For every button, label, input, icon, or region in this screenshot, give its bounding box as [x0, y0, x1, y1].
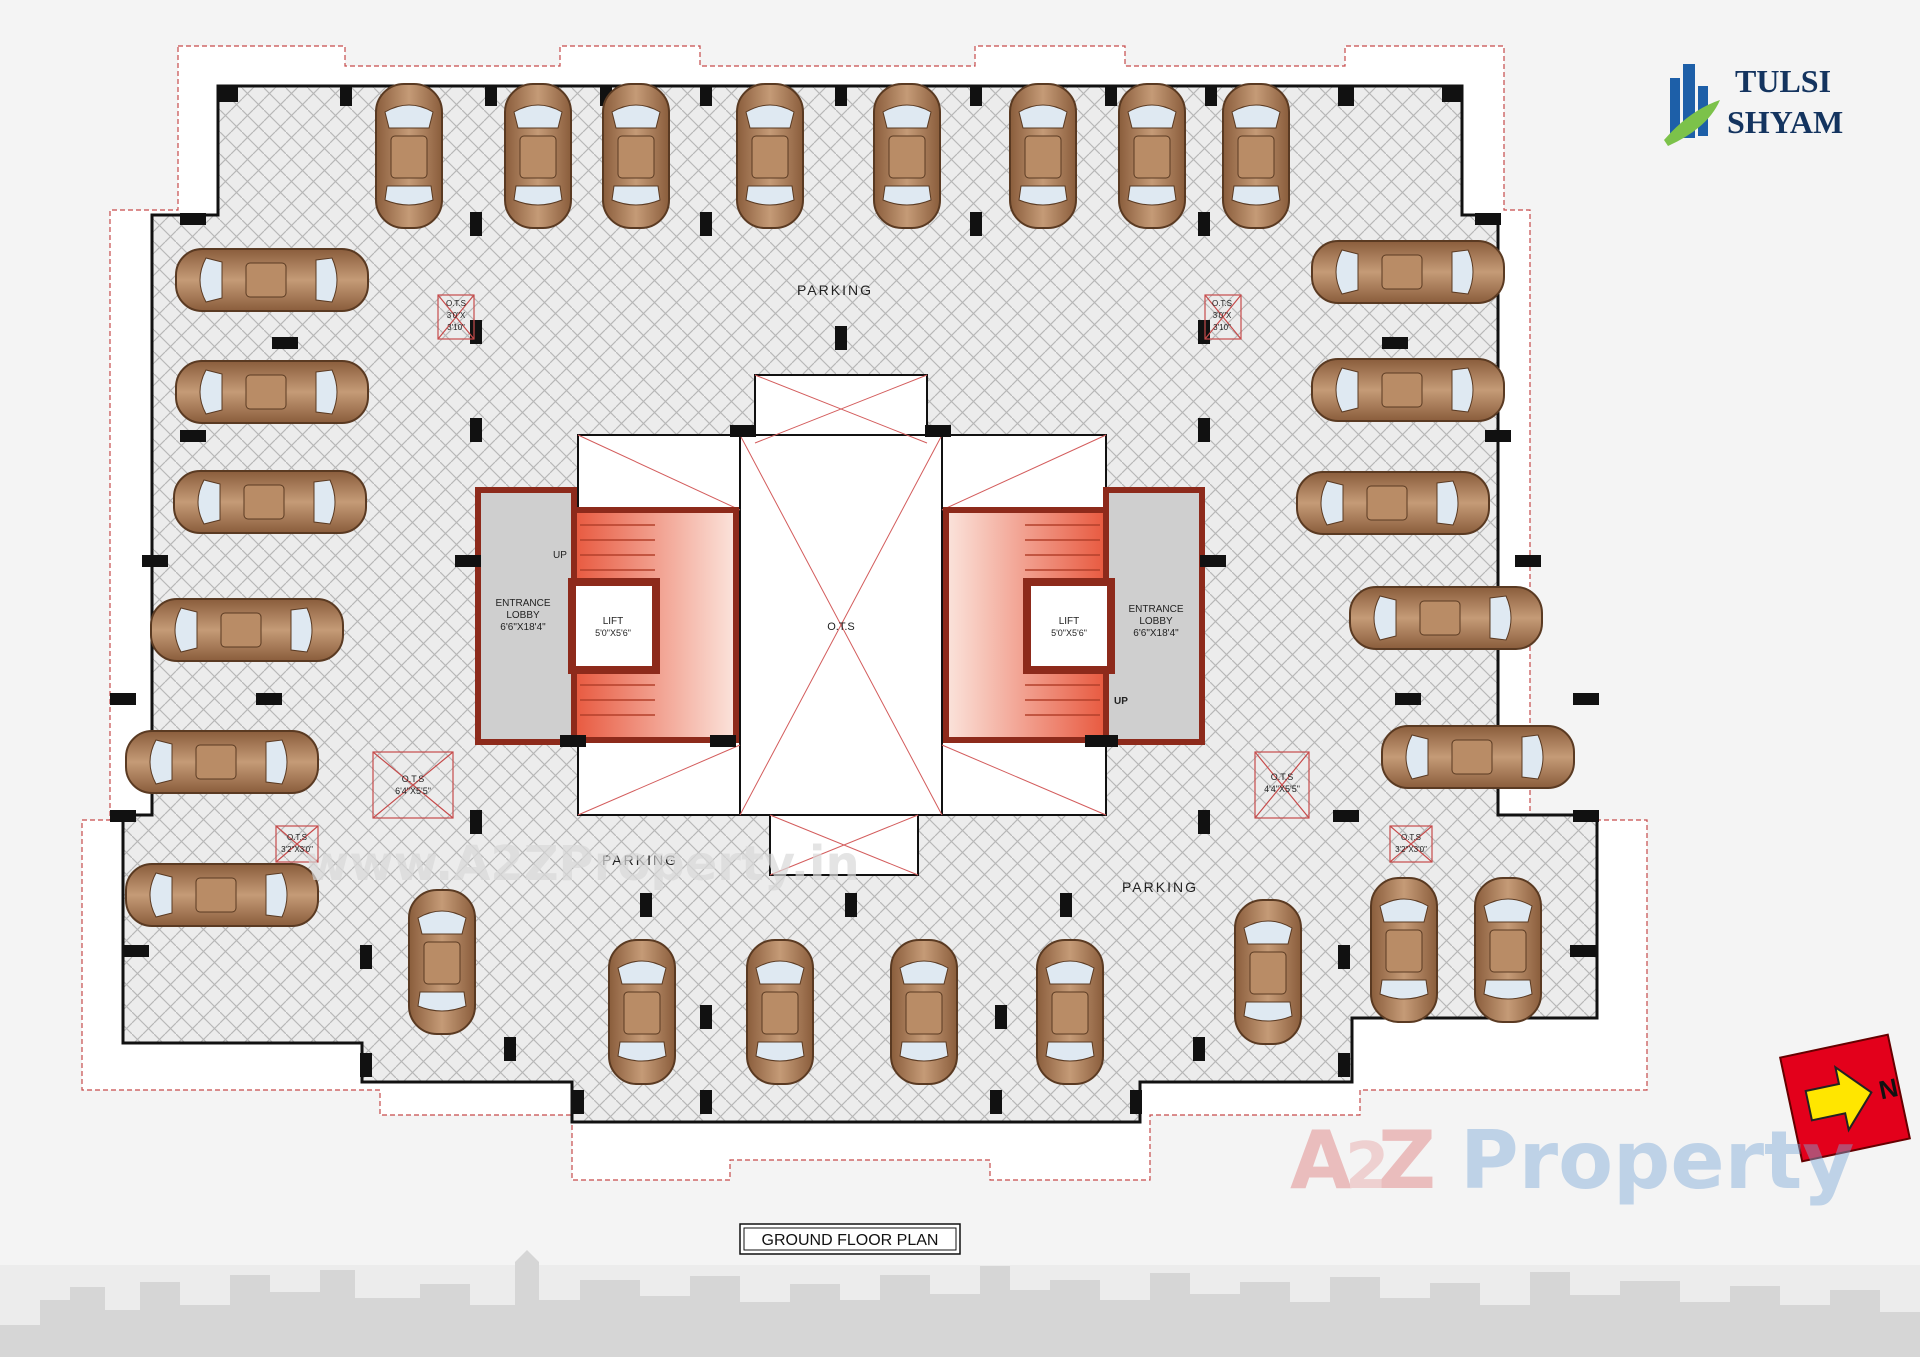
structural-columns [110, 86, 1599, 1114]
label-parking-top: PARKING [797, 282, 873, 298]
lobby-right-line1: ENTRANCE [1128, 604, 1183, 615]
ots-tag-1-line1: O.T.S [446, 299, 466, 308]
ots-tag-5-line1: O.T.S [287, 833, 307, 842]
ots-boxes [275, 294, 1433, 863]
lift-right-size: 5'0"X5'6" [1051, 628, 1087, 638]
north-arrow-icon [1804, 1065, 1873, 1133]
lobby-left-size: 6'6"X18'4" [500, 622, 546, 633]
brand-line2: SHYAM [1727, 104, 1843, 140]
label-central-ots: O.T.S [827, 621, 855, 633]
ots-tag-3-line2: 6'4"X5'5" [395, 786, 431, 796]
ots-tag-4-line2: 4'4"X5'5" [1264, 784, 1300, 794]
a2z-watermark: A 2 Z Property [1290, 1114, 1854, 1207]
lobby-right-size: 6'6"X18'4" [1133, 628, 1179, 639]
ots-tag-4-line1: O.T.S [1271, 772, 1294, 782]
lobby-left-line2: LOBBY [506, 610, 540, 621]
stair-right-up: UP [1114, 696, 1128, 707]
ots-tag-2-line1: O.T.S [1212, 299, 1232, 308]
ots-tag-1-line3: 3'10" [447, 323, 465, 332]
lobby-left-line1: ENTRANCE [495, 598, 550, 609]
lift-left-name: LIFT [603, 616, 624, 627]
ots-tag-5-line2: 3'2"X3'0" [281, 845, 313, 854]
watermark-a: A [1290, 1114, 1352, 1207]
ots-tag-1-line2: 3'0"X [447, 311, 466, 320]
watermark-property: Property [1460, 1114, 1854, 1207]
plan-title-box: GROUND FLOOR PLAN [739, 1223, 961, 1255]
label-parking-left: PARKING [602, 852, 678, 868]
ots-tag-2-line2: 3'0"X [1213, 311, 1232, 320]
stair-left-up: UP [553, 550, 567, 561]
brand-logo: TULSI SHYAM [1664, 63, 1843, 146]
lift-right-name: LIFT [1059, 616, 1080, 627]
faded-url-watermark: www.A2ZProperty.in [305, 836, 860, 892]
ots-tag-6-line1: O.T.S [1401, 833, 1421, 842]
lobby-right-line2: LOBBY [1139, 616, 1173, 627]
ots-tag-2-line3: 3'10" [1213, 323, 1231, 332]
building-logo-icon [1664, 64, 1720, 146]
skyline-footer [0, 1250, 1920, 1357]
north-compass: N [1778, 1033, 1912, 1163]
right-stair-block [943, 487, 1205, 745]
ots-tag-6-line2: 3'2"X3'0" [1395, 845, 1427, 854]
ots-tag-3-line1: O.T.S [402, 774, 425, 784]
left-stair-block [475, 487, 739, 745]
brand-line1: TULSI [1735, 63, 1831, 99]
lift-left-size: 5'0"X5'6" [595, 628, 631, 638]
watermark-z: Z [1378, 1114, 1436, 1207]
watermark-2: 2 [1345, 1130, 1390, 1204]
label-parking-right: PARKING [1122, 879, 1198, 895]
skyline-silhouette-icon [0, 1250, 1920, 1357]
plan-title: GROUND FLOOR PLAN [762, 1232, 939, 1249]
